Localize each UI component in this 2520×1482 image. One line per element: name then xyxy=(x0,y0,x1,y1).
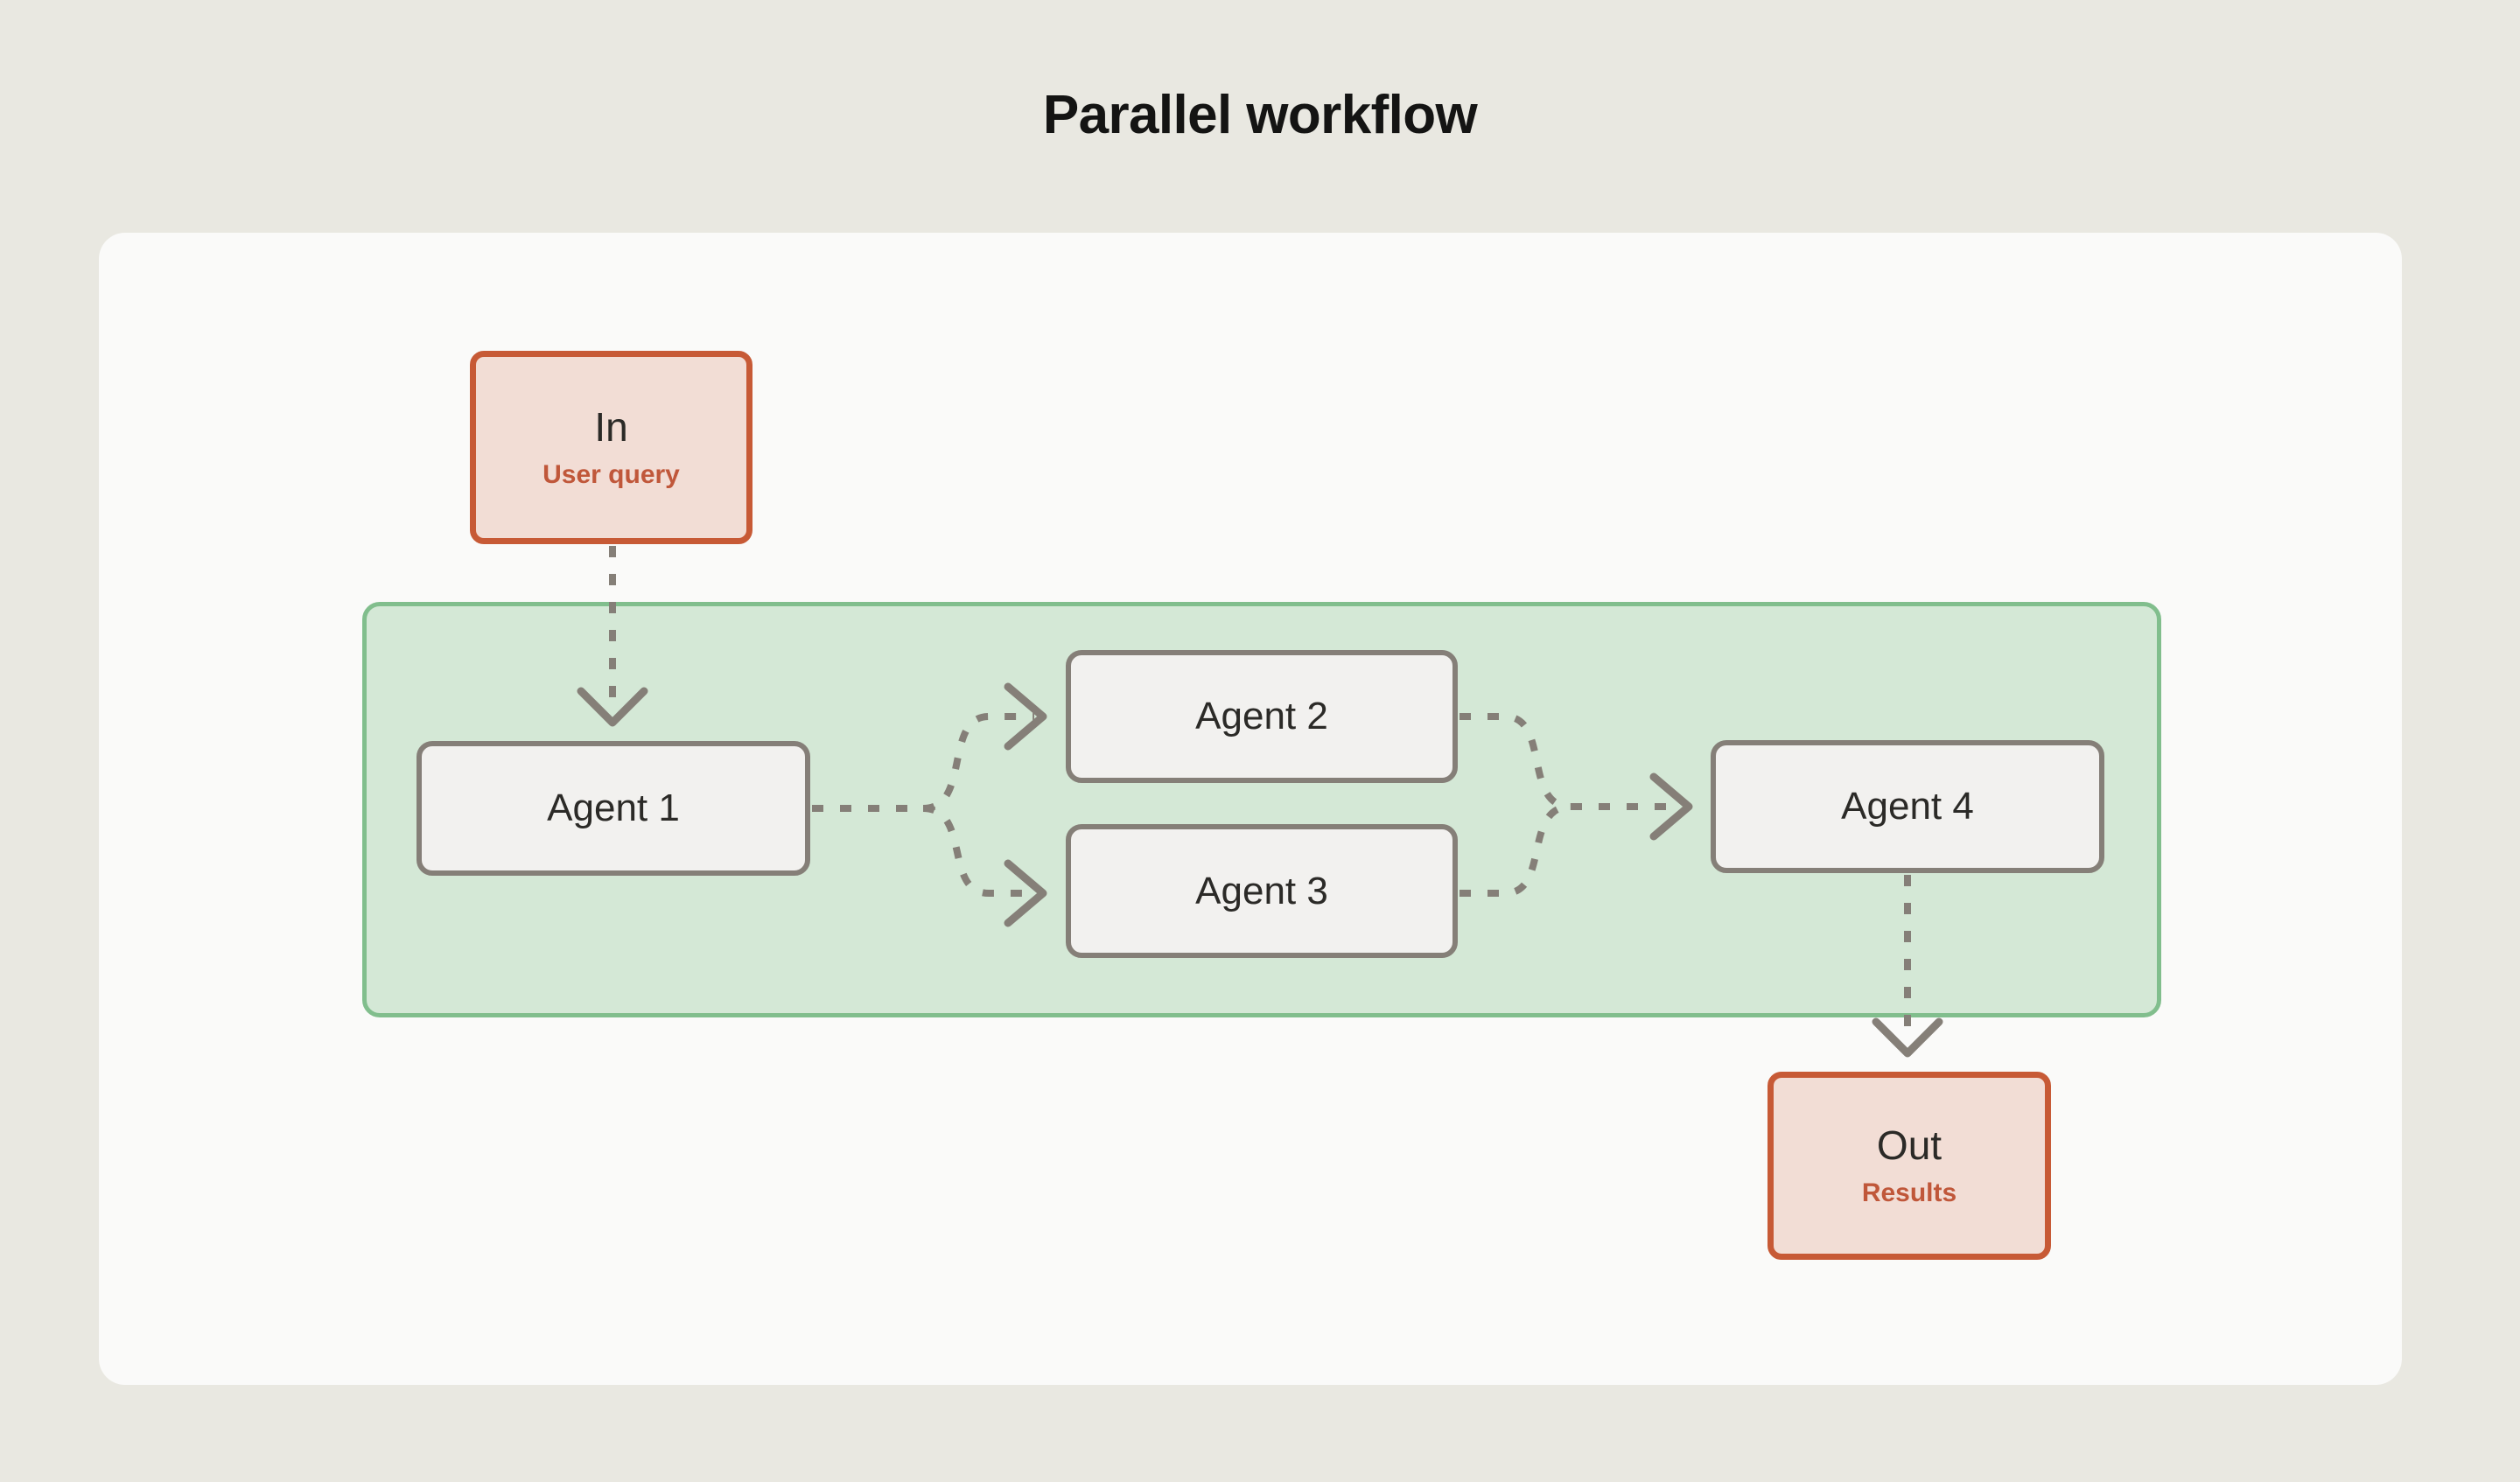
node-agent-4-label: Agent 4 xyxy=(1841,785,1974,828)
node-input-subtitle: User query xyxy=(542,460,680,489)
node-agent-1[interactable]: Agent 1 xyxy=(416,741,810,876)
node-agent-3-label: Agent 3 xyxy=(1195,869,1328,912)
node-output-title: Out xyxy=(1876,1122,1942,1168)
node-input[interactable]: In User query xyxy=(470,351,752,544)
node-output-subtitle: Results xyxy=(1861,1178,1957,1207)
node-agent-4[interactable]: Agent 4 xyxy=(1711,740,2104,873)
node-agent-2[interactable]: Agent 2 xyxy=(1066,650,1458,783)
node-input-title: In xyxy=(594,404,628,450)
node-agent-3[interactable]: Agent 3 xyxy=(1066,824,1458,958)
node-output[interactable]: Out Results xyxy=(1768,1072,2051,1260)
node-agent-1-label: Agent 1 xyxy=(547,786,680,829)
page-title: Parallel workflow xyxy=(1042,85,1478,145)
node-agent-2-label: Agent 2 xyxy=(1195,695,1328,738)
